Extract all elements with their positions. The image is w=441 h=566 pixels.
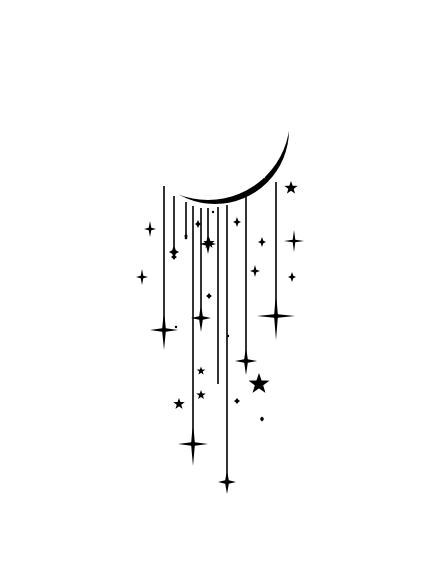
loose-sparkle [288, 272, 296, 282]
loose-star [173, 398, 185, 409]
loose-dot [184, 236, 188, 240]
loose-sparkle [284, 230, 304, 252]
loose-star [203, 237, 215, 248]
loose-sparkle [144, 221, 156, 237]
hanging-sparkle [178, 422, 208, 466]
loose-sparkle [195, 220, 201, 228]
moon-star [243, 153, 271, 179]
loose-sparkle [233, 217, 241, 227]
loose-sparkle [260, 416, 264, 422]
loose-star [196, 366, 206, 375]
crescent-moon [141, 56, 289, 204]
loose-sparkle [250, 265, 260, 277]
loose-star [248, 373, 270, 393]
hanging-dot [184, 234, 188, 238]
moon-stars [207, 95, 284, 199]
hanging-sparkle [150, 310, 178, 350]
moon-star [268, 135, 284, 150]
loose-dot [211, 210, 215, 214]
loose-dot [226, 334, 230, 338]
loose-sparkle [234, 398, 240, 404]
loose-stars [136, 181, 304, 422]
loose-sparkle [206, 293, 212, 299]
loose-dot [174, 325, 178, 329]
moon-star [251, 95, 263, 106]
hanging-sparkle [169, 245, 179, 259]
loose-star [284, 181, 298, 194]
hanging-sparkle [257, 292, 295, 340]
loose-star [196, 390, 206, 400]
hanging-sparkle [191, 304, 211, 332]
loose-sparkle [136, 269, 148, 285]
moon-crescent-shape [141, 56, 289, 204]
hanging-sparkle [235, 347, 257, 375]
loose-sparkle [258, 237, 266, 247]
moon-star [207, 189, 217, 199]
hanging-sparkle [218, 470, 236, 494]
moon-star [266, 118, 274, 125]
loose-sparkle [171, 254, 177, 260]
